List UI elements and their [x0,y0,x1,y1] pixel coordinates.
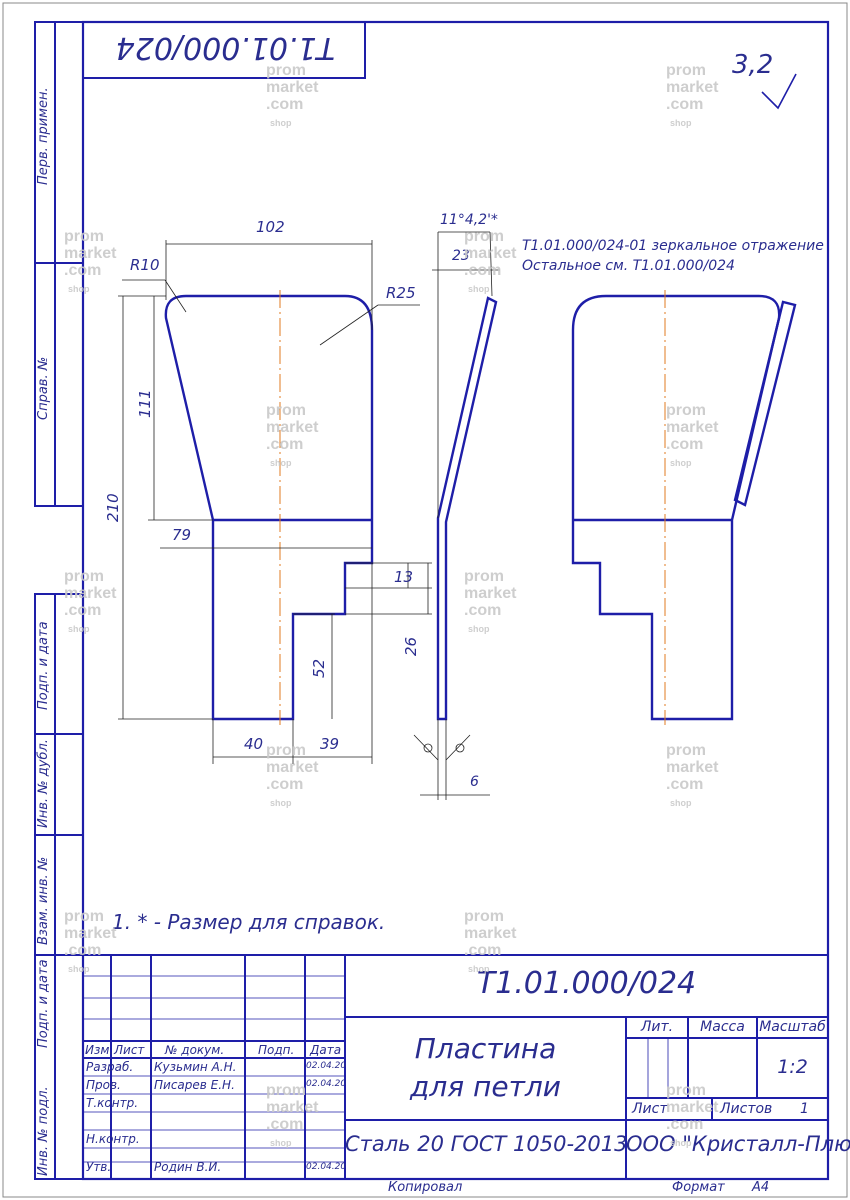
dim-6: 6 [470,774,479,790]
main-frame [81,20,830,1181]
note-rest: Остальное см. T1.01.000/024 [522,258,735,274]
dim-13: 13 [394,568,414,586]
label-podp-data-2: Подп. и дата [36,959,51,1048]
label-inv-dubl: Инв. № дубл. [36,739,51,828]
row-date: 02.04.20 [306,1079,347,1089]
dim-r10: R10 [130,256,160,274]
company: ООО "Кристалл-Плюс" [626,1132,850,1156]
dim-angle: 11°4,2'* [440,212,498,228]
col-izm: Изм. [85,1043,114,1057]
dim-39: 39 [320,735,340,753]
kopiroval: Копировал [388,1180,463,1195]
dim-40: 40 [244,735,264,753]
row-role: Т.контр. [86,1096,139,1110]
row-name: Кузьмин А.Н. [154,1060,237,1074]
side-view [436,296,498,721]
row-role: Утв. [86,1160,112,1174]
format-value: A4 [752,1180,770,1195]
label-podp-data-1: Подп. и дата [36,621,51,710]
row-role: Разраб. [86,1060,134,1074]
list-label: Лист [632,1101,668,1117]
dim-23: 23 [452,248,470,264]
title-block-thin-lines [83,975,669,1163]
dim-102: 102 [256,218,285,236]
note-reference: 1. * - Размер для справок. [112,910,386,934]
part-name-line2: для петли [410,1070,561,1103]
row-date: 02.04.20 [306,1162,347,1172]
title-block-grid [83,954,828,1179]
col-n-dokum: № докум. [165,1043,225,1057]
front-dimensions [118,240,432,764]
col-podp: Подп. [258,1043,295,1057]
row-name: Писарев Е.Н. [154,1078,235,1092]
top-code-box [82,21,366,79]
scale-value: 1:2 [777,1056,808,1078]
front-view [164,294,374,721]
dim-111: 111 [136,389,154,418]
row-date: 02.04.20 [306,1061,347,1071]
col-list: Лист [114,1043,145,1057]
dim-r25: R25 [386,284,416,302]
dim-79: 79 [172,526,192,544]
dim-52: 52 [310,658,328,678]
masshtab-header: Масштаб [759,1019,826,1035]
label-sprav-no: Справ. № [36,356,51,420]
lit-header: Лит. [640,1019,674,1035]
row-role: Пров. [86,1078,121,1092]
label-inv-podl: Инв. № подл. [36,1086,51,1176]
listov-count: 1 [800,1101,809,1117]
label-perv-primen: Перв. примен. [36,87,51,185]
mirror-view [571,294,797,721]
dim-26: 26 [402,636,420,656]
massa-header: Масса [700,1019,745,1035]
listov-label: Листов [720,1101,773,1117]
side-strips [34,21,84,1180]
side-dimensions [413,231,500,800]
row-name: Родин В.И. [154,1160,222,1174]
roughness-value: 3,2 [732,50,774,80]
part-name-line1: Пластина [414,1032,557,1065]
row-role: Н.контр. [86,1132,140,1146]
roughness-symbol [761,73,797,110]
label-vzam-inv: Взам. инв. № [36,856,51,945]
format-label: Формат [672,1180,725,1195]
col-data: Дата [310,1043,342,1057]
designation: T1.01.000/024 [476,966,697,1001]
note-mirror: T1.01.000/024-01 зеркальное отражение [522,238,824,254]
dim-210: 210 [104,493,122,522]
top-code-rotated: T1.01.000/024 [115,30,335,65]
material: Сталь 20 ГОСТ 1050-2013 [345,1132,628,1156]
